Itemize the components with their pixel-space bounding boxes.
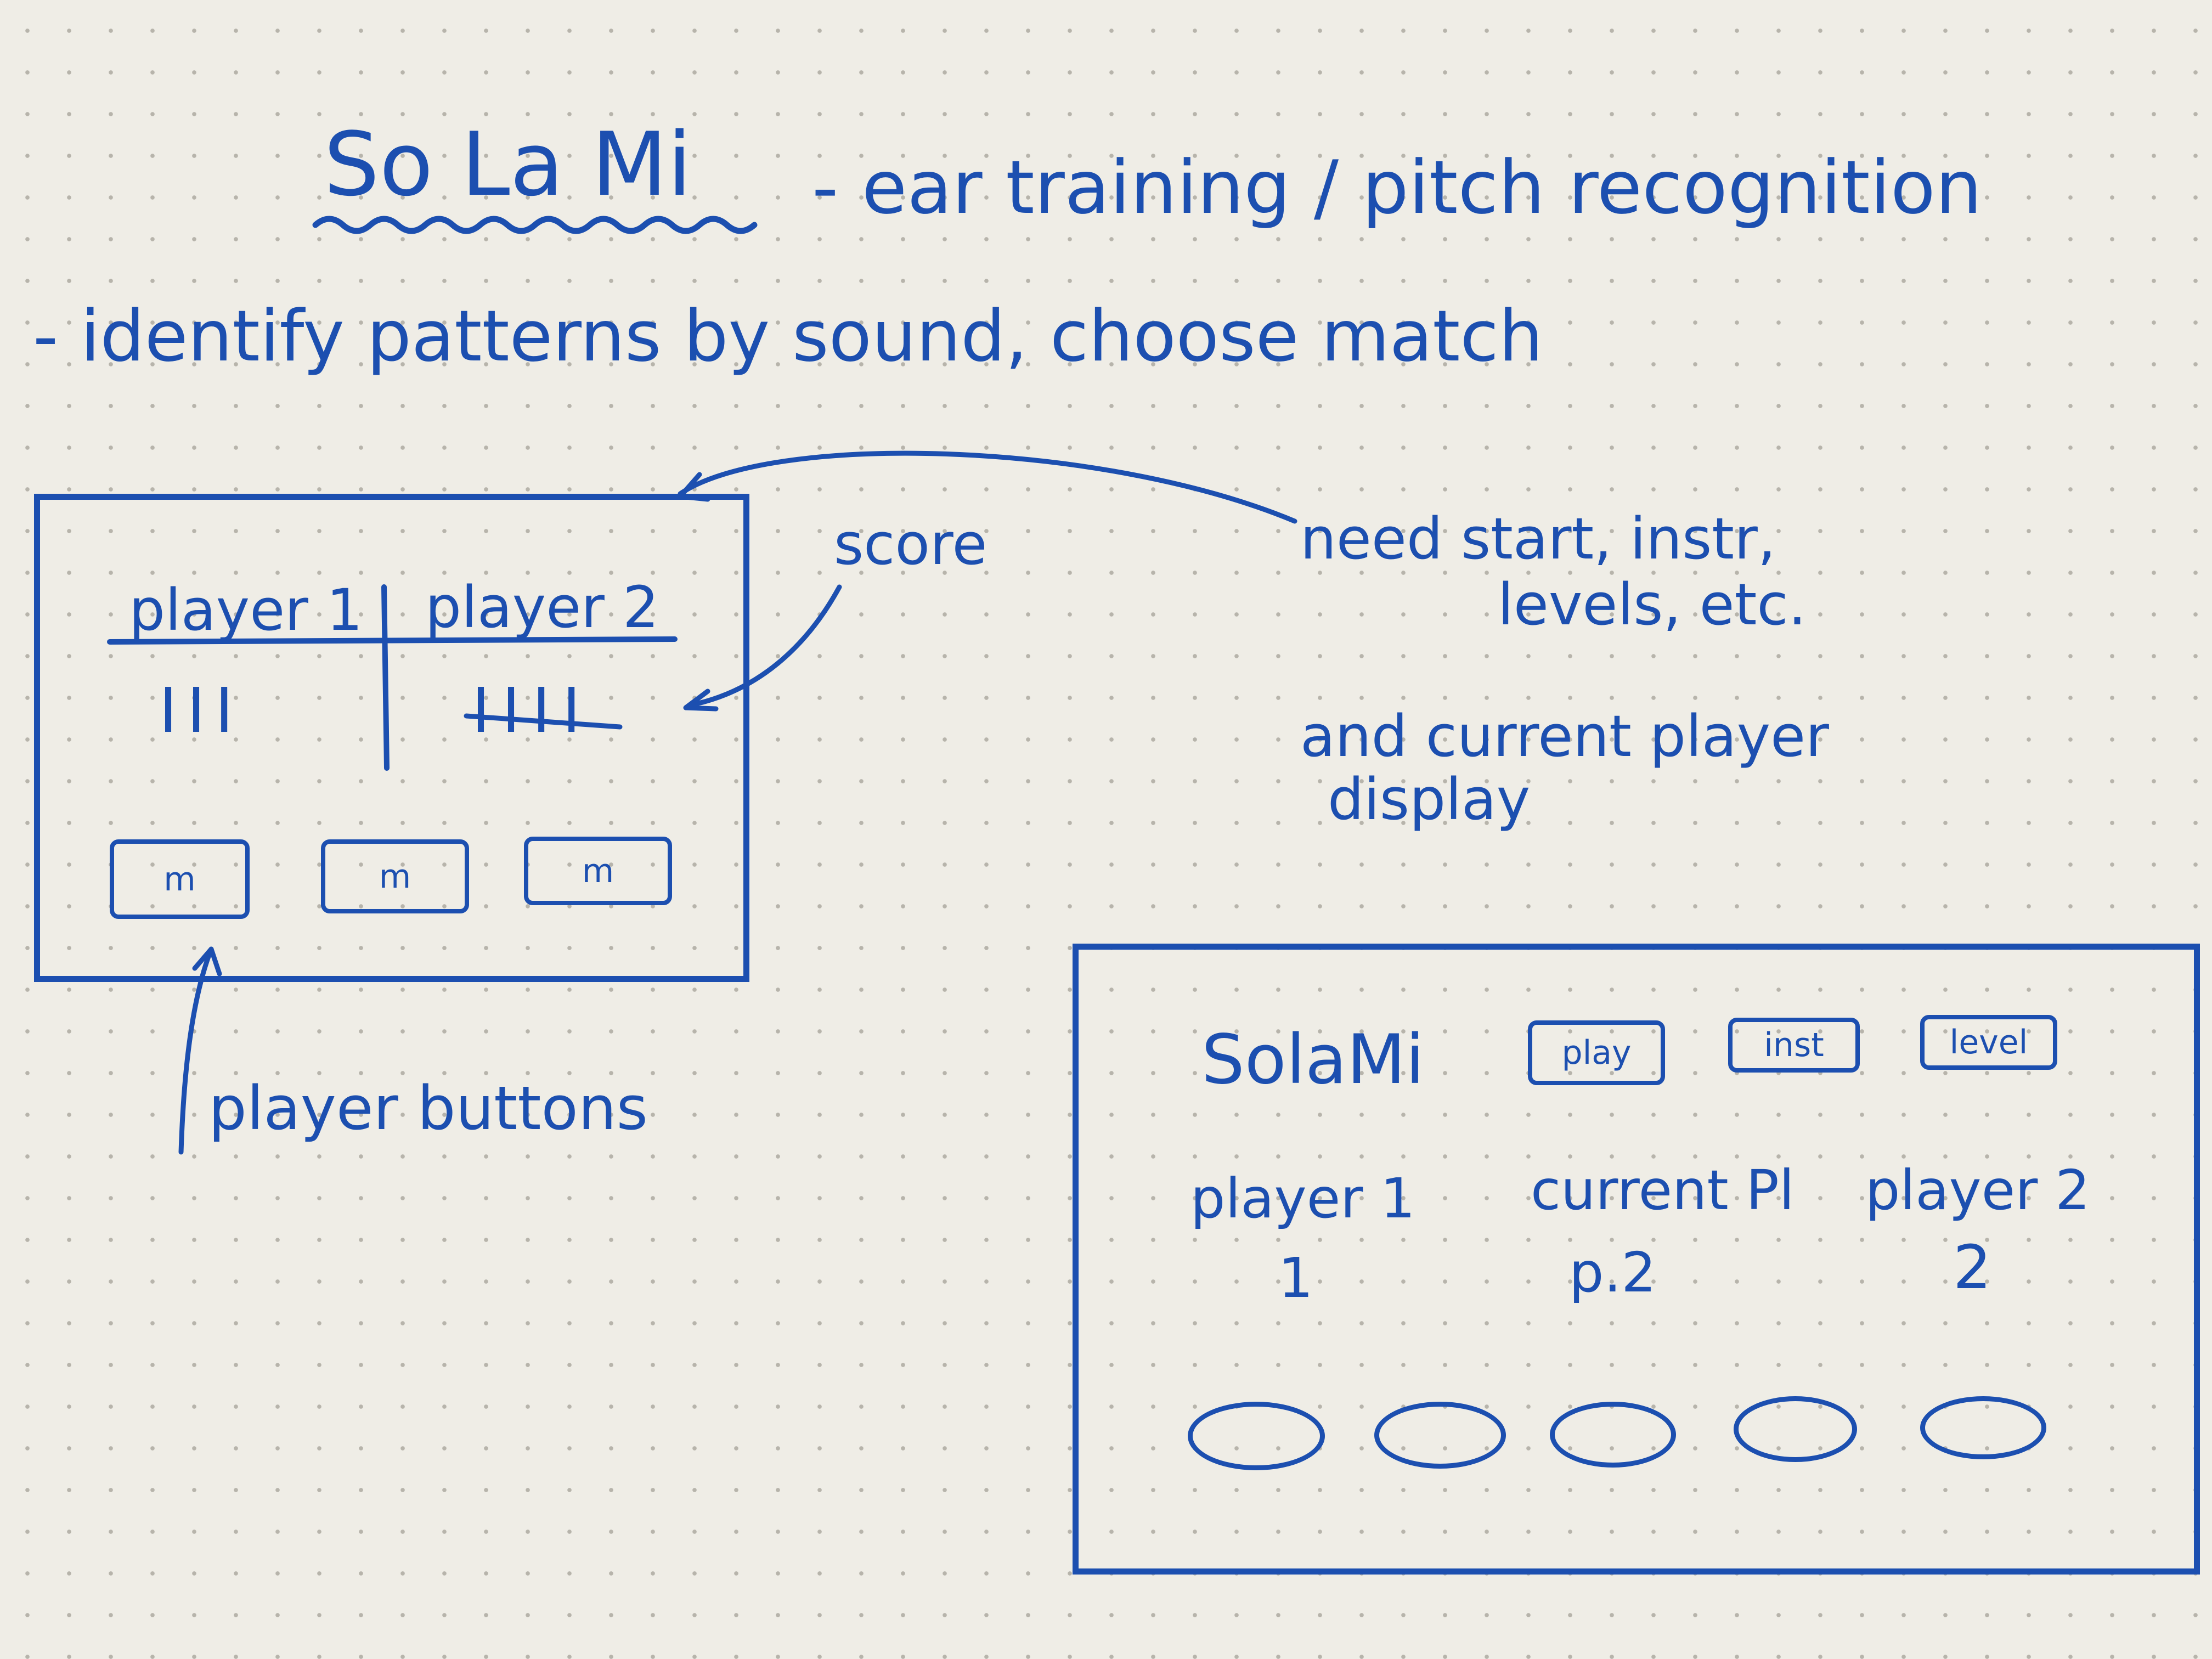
menu-player2-score: 2 (1953, 1232, 1991, 1302)
pitch-button-4[interactable] (1734, 1396, 1857, 1462)
menu-screen-sketch (1073, 944, 2200, 1575)
pitch-button-5[interactable] (1920, 1396, 2046, 1459)
menu-player1-label: player 1 (1190, 1166, 1415, 1231)
player-buttons-annotation: player buttons (208, 1073, 648, 1143)
menu-app-name: SolaMi (1201, 1020, 1425, 1099)
needs-annotation-line2: levels, etc. (1498, 571, 1807, 638)
player2-label: player 2 (425, 574, 659, 641)
answer-button-3[interactable]: m (524, 837, 672, 905)
current-player-annotation-line1: and current player (1300, 703, 1829, 770)
menu-player2-label: player 2 (1865, 1158, 2090, 1222)
pitch-button-2[interactable] (1374, 1402, 1506, 1469)
player1-tally: III (159, 675, 244, 747)
level-button[interactable]: level (1920, 1015, 2057, 1070)
answer-button-1[interactable]: m (110, 839, 250, 919)
answer-button-2[interactable]: m (321, 839, 469, 913)
game-screen-sketch (34, 494, 749, 982)
app-description: - identify patterns by sound, choose mat… (33, 296, 1543, 377)
pitch-button-1[interactable] (1188, 1402, 1325, 1470)
current-player-annotation-line2: display (1328, 766, 1531, 833)
menu-player1-score: 1 (1278, 1246, 1313, 1310)
current-player-label: current Pl (1531, 1158, 1795, 1222)
instructions-button[interactable]: inst (1728, 1018, 1860, 1073)
app-title: So La Mi (324, 113, 692, 216)
score-annotation: score (834, 511, 988, 578)
current-player-value: p.2 (1569, 1240, 1656, 1305)
needs-annotation-line1: need start, instr, (1300, 505, 1776, 572)
play-button[interactable]: play (1528, 1020, 1665, 1085)
pitch-button-3[interactable] (1550, 1402, 1676, 1468)
player1-label: player 1 (129, 577, 363, 644)
app-subtitle: - ear training / pitch recognition (812, 145, 1982, 230)
player2-tally: IIII (472, 675, 593, 747)
